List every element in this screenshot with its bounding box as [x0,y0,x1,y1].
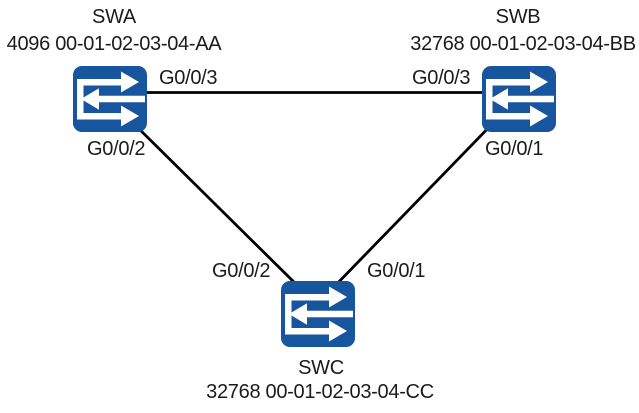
port-label-swa-to-swc: G0/0/2 [87,138,146,160]
port-label-swb-to-swc: G0/0/1 [485,138,544,160]
bridge-id-label-swb: 32768 00-01-02-03-04-BB [410,33,636,55]
port-label-swa-to-swb: G0/0/3 [159,67,218,89]
switch-swc[interactable] [281,281,355,347]
port-label-swc-to-swa: G0/0/2 [212,260,271,282]
bridge-id-label-swc: 32768 00-01-02-03-04-CC [206,381,434,403]
bridge-id-label-swa: 4096 00-01-02-03-04-AA [6,33,222,55]
ethernet-switch-icon [73,66,147,132]
switch-name-label-swb: SWB [495,6,541,28]
switch-swb[interactable] [482,66,556,132]
switch-name-label-swa: SWA [92,6,136,28]
ethernet-switch-icon [482,66,556,132]
ethernet-switch-icon [281,281,355,347]
switch-name-label-swc: SWC [298,357,344,379]
switch-swa[interactable] [73,66,147,132]
port-label-swb-to-swa: G0/0/3 [412,67,471,89]
port-label-swc-to-swb: G0/0/1 [367,260,426,282]
